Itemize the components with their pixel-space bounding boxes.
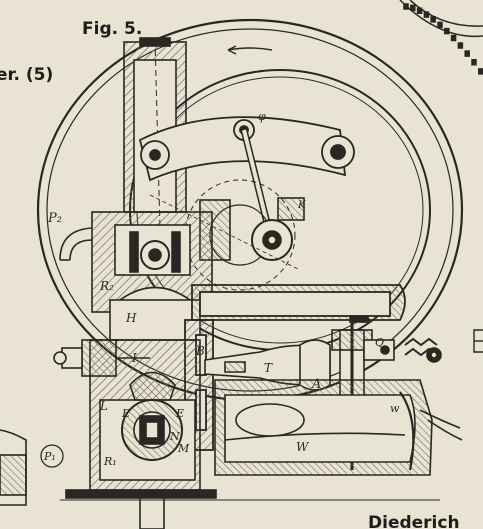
label-h: H — [125, 311, 137, 325]
label-e-right: E — [175, 407, 184, 420]
gear-tooth — [450, 34, 457, 42]
gear-tooth — [403, 3, 409, 10]
label-i: I — [131, 351, 137, 365]
label-q: Q — [375, 336, 384, 349]
label-w-small: w — [390, 402, 400, 415]
gear-tooth — [410, 4, 416, 12]
label-p1: P₁ — [43, 450, 56, 463]
label-r1: R₁ — [103, 455, 117, 468]
label-n: N — [169, 430, 180, 443]
spring-icon — [404, 337, 442, 363]
gear-tooth — [457, 42, 464, 49]
gear-tooth — [423, 11, 430, 18]
lower-chamber — [65, 339, 217, 529]
rotation-arrow — [227, 45, 273, 55]
gear-fragment — [399, 0, 483, 75]
label-phi: φ — [258, 110, 266, 123]
rocker-arm — [138, 116, 355, 182]
gear-tooth — [430, 16, 436, 23]
margin-text: er. (5) — [0, 65, 53, 85]
label-p2: P₂ — [47, 211, 62, 226]
label-b: B — [195, 344, 205, 358]
label-l: L — [99, 399, 108, 413]
gear-tooth — [416, 7, 423, 14]
right-edge-fragment — [473, 329, 483, 353]
bottom-right-text: Diederich — [368, 513, 460, 529]
label-r2: R₂ — [99, 279, 114, 293]
label-k: K — [297, 200, 306, 211]
figure-title: Fig. 5. — [82, 19, 142, 39]
gear-tooth — [444, 27, 450, 35]
label-a1: a₁ — [360, 313, 371, 326]
label-t: T — [264, 361, 273, 375]
label-a: A — [311, 377, 321, 392]
frame-body — [184, 284, 406, 451]
left-edge-fragment — [0, 429, 27, 506]
crank-assembly — [149, 129, 305, 291]
gear-tooth — [471, 58, 477, 66]
p1-marker — [40, 444, 64, 468]
base-trough — [214, 379, 463, 476]
gear-tooth — [478, 68, 483, 75]
label-m: M — [177, 442, 190, 455]
label-w: W — [296, 440, 310, 454]
label-e-left: E — [121, 407, 130, 420]
gear-tooth — [464, 50, 470, 57]
side-valve — [53, 339, 150, 377]
pipe-p2 — [59, 227, 93, 261]
gear-tooth — [437, 21, 443, 29]
